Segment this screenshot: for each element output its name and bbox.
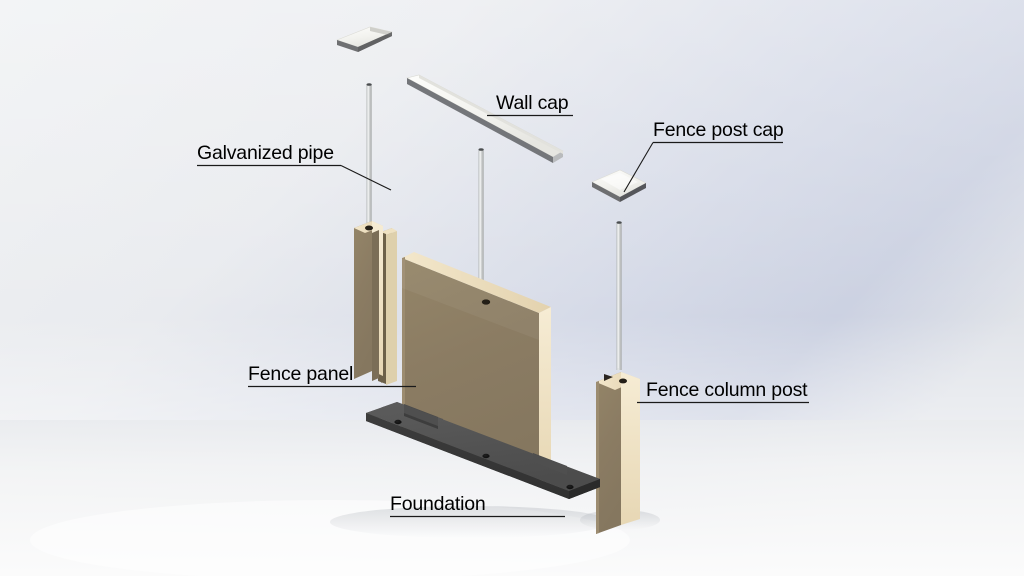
- label-galvanized-pipe[interactable]: Galvanized pipe: [197, 142, 392, 191]
- fence-column-post-left: [354, 221, 397, 385]
- label-fence-panel-text: Fence panel: [248, 363, 353, 385]
- galvanized-pipe-2: [478, 148, 484, 297]
- label-galvanized-pipe-text: Galvanized pipe: [197, 142, 334, 164]
- galvanized-pipe-3: [616, 221, 622, 370]
- label-fence-post-cap[interactable]: Fence post cap: [623, 119, 784, 193]
- label-layer: Galvanized pipe Wall cap Fence post cap …: [197, 92, 809, 518]
- fence-column-post-right: [596, 372, 640, 534]
- label-fence-column-post-text: Fence column post: [646, 379, 808, 401]
- label-wall-cap[interactable]: Wall cap: [487, 92, 573, 117]
- label-fence-panel[interactable]: Fence panel: [248, 363, 416, 388]
- label-fence-post-cap-text: Fence post cap: [653, 119, 784, 141]
- foundation-part: [366, 402, 600, 499]
- label-galvanized-pipe-leader: [340, 165, 392, 191]
- galvanized-pipe-1: [366, 83, 372, 232]
- wall-cap-part: [406, 74, 564, 163]
- label-fence-column-post[interactable]: Fence column post: [637, 379, 809, 404]
- label-foundation-text: Foundation: [390, 493, 486, 515]
- wall-post-cap-part: [336, 26, 393, 52]
- label-fence-post-cap-leader: [623, 142, 654, 193]
- label-wall-cap-text: Wall cap: [496, 92, 569, 114]
- label-foundation[interactable]: Foundation: [390, 493, 565, 518]
